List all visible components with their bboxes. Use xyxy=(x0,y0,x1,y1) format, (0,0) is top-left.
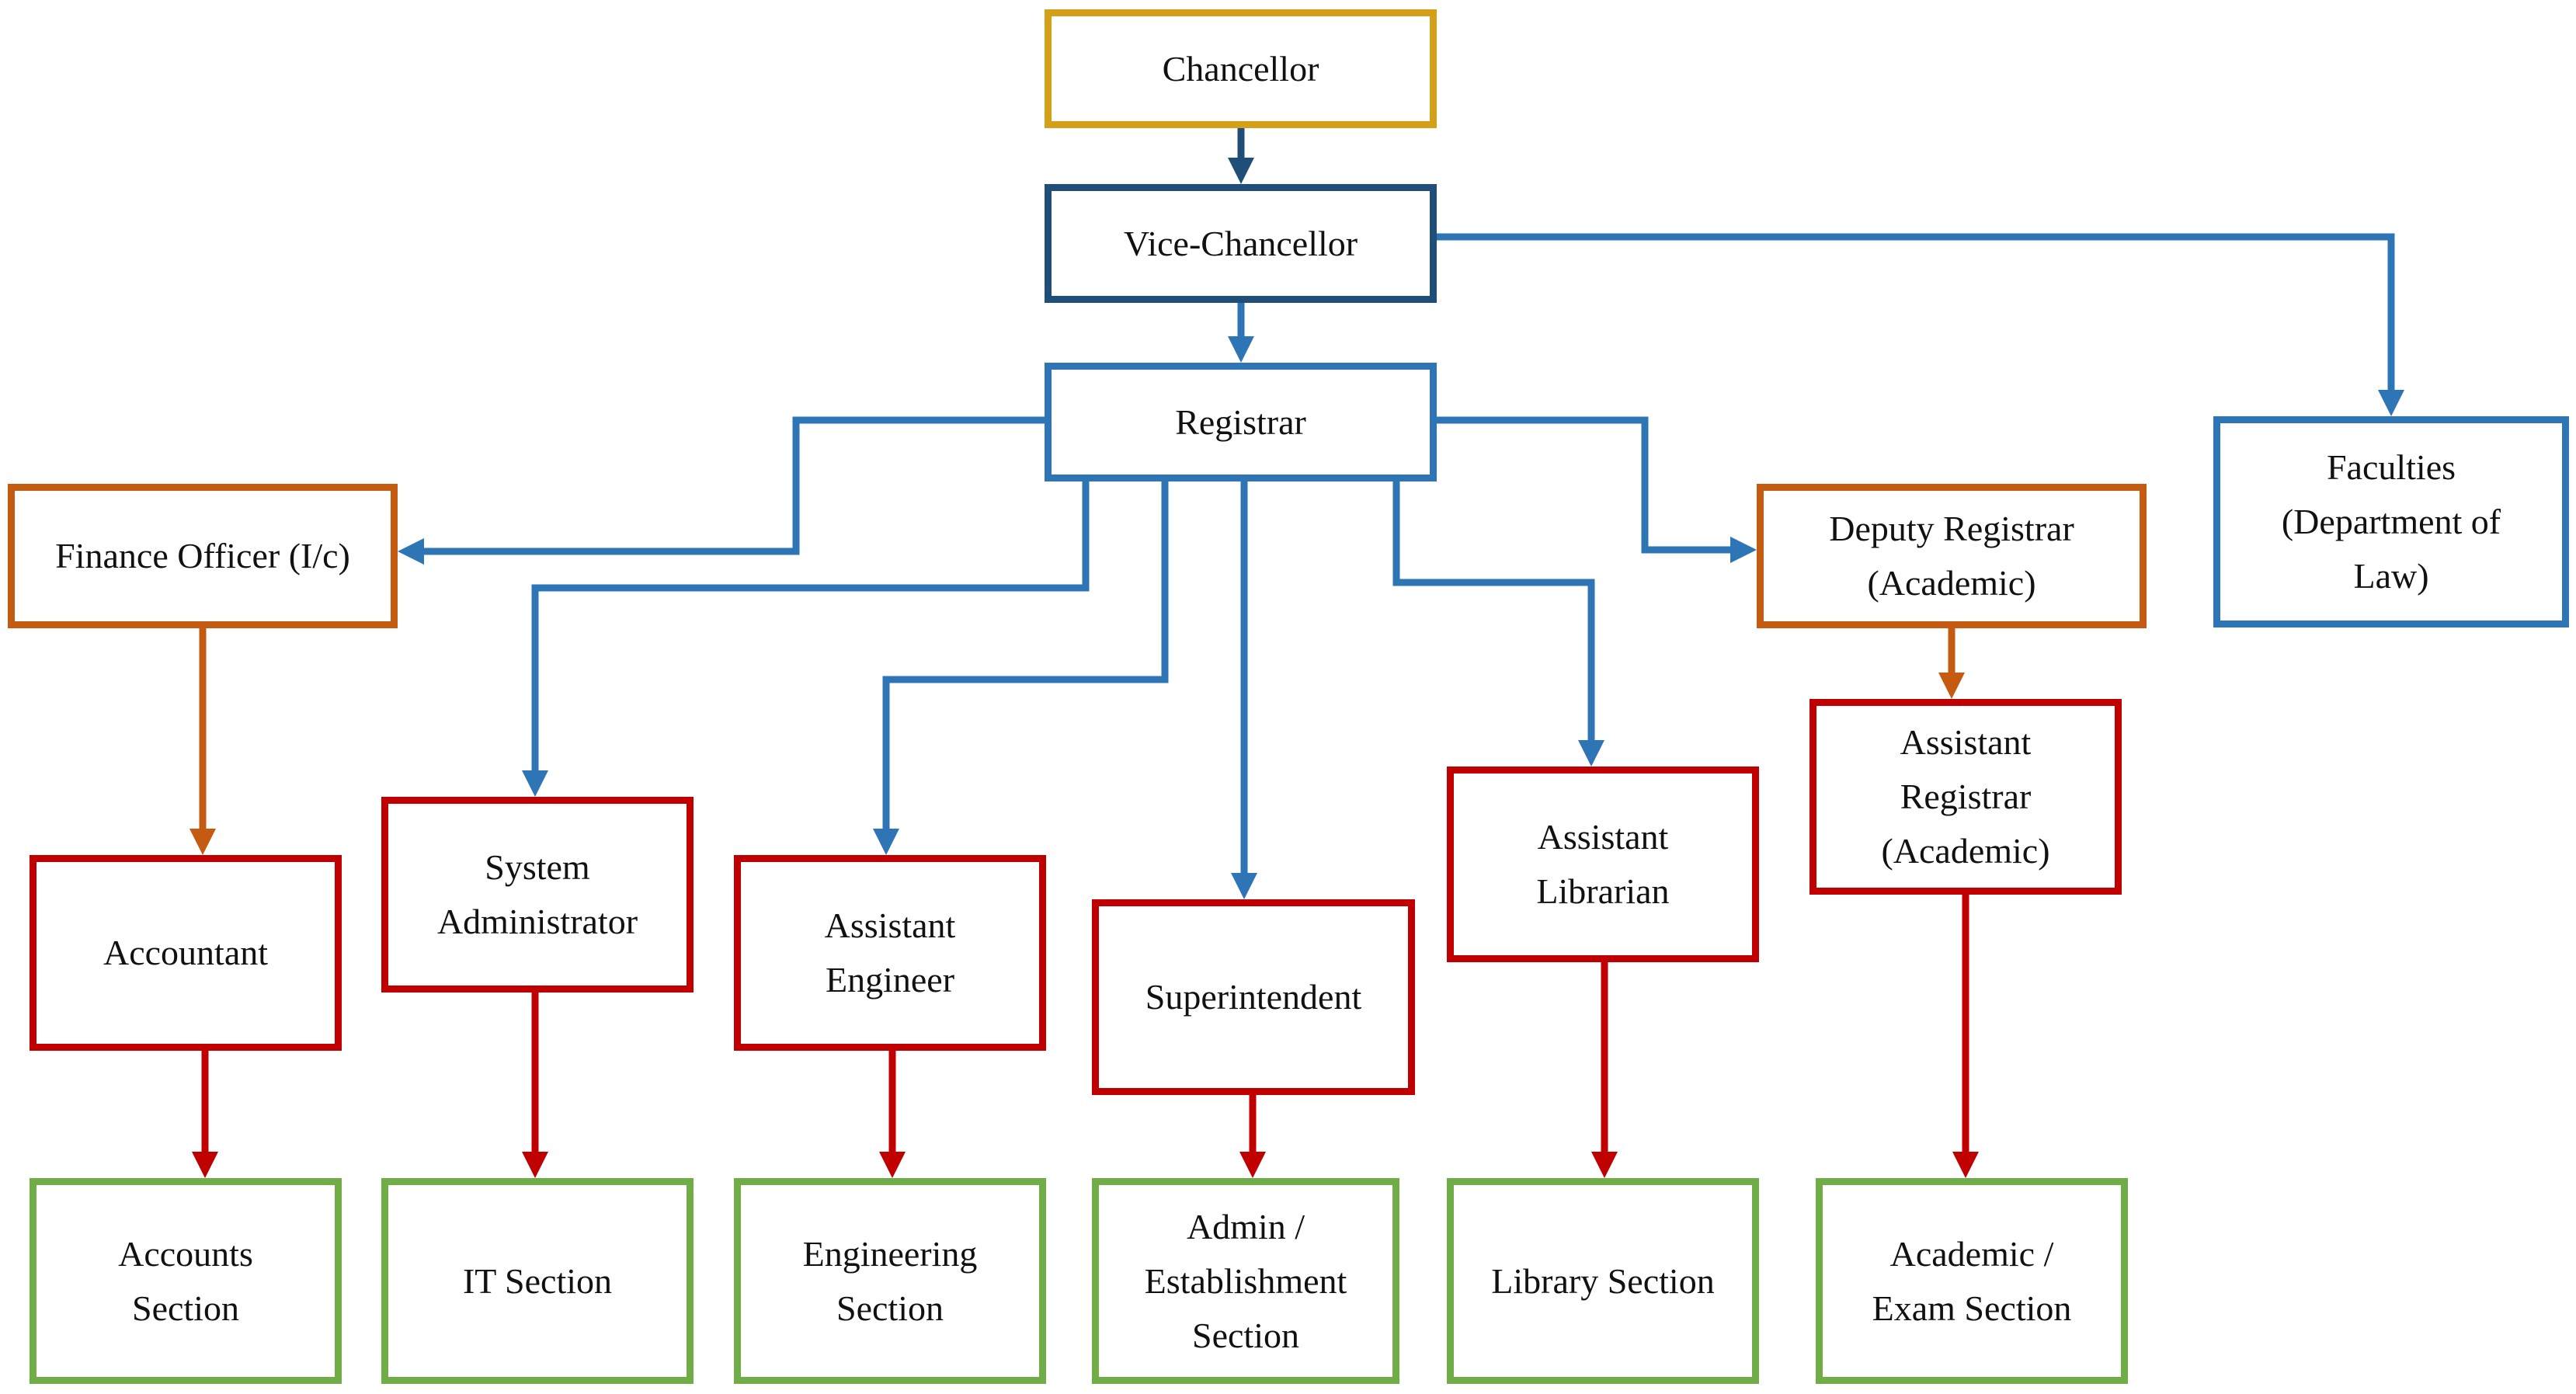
arrow-vice-chancellor-to-faculties-head xyxy=(2378,390,2404,416)
arrow-finance-officer-to-accountant xyxy=(189,628,216,855)
deputy-registrar-label: Deputy Registrar (Academic) xyxy=(1829,509,2074,603)
vice-chancellor-label: Vice-Chancellor xyxy=(1123,223,1358,263)
arrow-registrar-to-assistant-librarian-head xyxy=(1578,740,1604,767)
arrow-chancellor-to-vice-chancellor xyxy=(1228,128,1254,184)
arrow-registrar-to-assistant-engineer-line xyxy=(882,481,1169,832)
it-section-label: IT Section xyxy=(462,1260,613,1301)
arrow-vice-chancellor-to-registrar xyxy=(1228,303,1254,363)
accountant-label: Accountant xyxy=(103,933,269,972)
assistant-engineer-label: Assistant Engineer xyxy=(824,906,956,999)
engineering-section-box: Engineering Section xyxy=(734,1178,1046,1384)
assistant-engineer-box: Assistant Engineer xyxy=(734,855,1046,1051)
arrow-accountant-to-accounts-section-head xyxy=(192,1152,218,1178)
arrow-deputy-registrar-to-assistant-registrar xyxy=(1938,628,1965,699)
accounts-section-label: Accounts Section xyxy=(118,1233,253,1328)
admin-section-label: Admin / Establishment Section xyxy=(1144,1206,1347,1355)
arrow-assistant-librarian-to-library-section-head xyxy=(1591,1152,1618,1178)
superintendent-label: Superintendent xyxy=(1145,977,1362,1017)
system-administrator-label: System Administrator xyxy=(436,847,638,941)
deputy-registrar-box: Deputy Registrar (Academic) xyxy=(1757,484,2147,628)
finance-officer-box: Finance Officer (I/c) xyxy=(8,484,398,628)
it-section-box: IT Section xyxy=(381,1178,694,1384)
assistant-registrar-box: Assistant Registrar (Academic) xyxy=(1809,699,2122,895)
faculties-box: Faculties (Department of Law) xyxy=(2213,416,2569,627)
library-section-box: Library Section xyxy=(1447,1178,1759,1384)
academic-exam-section-box: Academic / Exam Section xyxy=(1816,1178,2128,1384)
academic-exam-section-label: Academic / Exam Section xyxy=(1872,1233,2072,1328)
arrow-registrar-to-assistant-librarian xyxy=(1392,481,1604,767)
arrow-finance-officer-to-accountant-head xyxy=(189,829,216,855)
arrow-registrar-to-deputy-registrar-head xyxy=(1730,537,1757,563)
arrow-vice-chancellor-to-faculties xyxy=(1437,233,2404,416)
arrow-registrar-to-finance-officer xyxy=(398,416,1045,565)
chancellor-box: Chancellor xyxy=(1045,9,1437,128)
arrow-registrar-to-finance-officer-line xyxy=(421,416,1045,555)
registrar-label: Registrar xyxy=(1175,402,1306,442)
arrow-system-administrator-to-it-section-head xyxy=(522,1152,548,1178)
arrow-superintendent-to-admin-section xyxy=(1239,1095,1266,1178)
engineering-section-label: Engineering Section xyxy=(802,1233,978,1328)
arrow-registrar-to-assistant-engineer-head xyxy=(873,829,899,855)
registrar-box: Registrar xyxy=(1045,363,1437,481)
arrow-assistant-librarian-to-library-section xyxy=(1591,962,1618,1178)
arrow-registrar-to-system-administrator-line xyxy=(531,481,1090,773)
arrow-vice-chancellor-to-faculties-line xyxy=(1437,233,2395,393)
arrow-assistant-registrar-to-academic-exam-section-head xyxy=(1952,1152,1979,1178)
arrow-superintendent-to-admin-section-head xyxy=(1239,1152,1266,1178)
arrow-registrar-to-deputy-registrar-line xyxy=(1437,416,1733,554)
assistant-librarian-box: Assistant Librarian xyxy=(1447,767,1759,962)
arrow-registrar-to-deputy-registrar xyxy=(1437,416,1757,563)
arrow-accountant-to-accounts-section xyxy=(192,1051,218,1178)
arrow-registrar-to-system-administrator xyxy=(522,481,1090,797)
arrow-registrar-to-system-administrator-head xyxy=(522,770,548,797)
accounts-section-box: Accounts Section xyxy=(30,1178,342,1384)
superintendent-box: Superintendent xyxy=(1092,899,1415,1095)
arrow-registrar-to-finance-officer-head xyxy=(398,538,424,565)
arrow-chancellor-to-vice-chancellor-head xyxy=(1228,158,1254,184)
arrow-registrar-to-assistant-librarian-line xyxy=(1392,481,1595,743)
library-section-label: Library Section xyxy=(1491,1260,1715,1301)
arrow-deputy-registrar-to-assistant-registrar-head xyxy=(1938,673,1965,699)
finance-officer-label: Finance Officer (I/c) xyxy=(55,536,350,575)
assistant-librarian-label: Assistant Librarian xyxy=(1536,817,1670,911)
chancellor-label: Chancellor xyxy=(1162,48,1319,89)
vice-chancellor-box: Vice-Chancellor xyxy=(1045,184,1437,303)
accountant-box: Accountant xyxy=(30,855,342,1051)
system-administrator-box: System Administrator xyxy=(381,797,694,992)
admin-section-box: Admin / Establishment Section xyxy=(1092,1178,1399,1384)
faculties-label: Faculties (Department of Law) xyxy=(2281,447,2501,596)
arrow-assistant-registrar-to-academic-exam-section xyxy=(1952,895,1979,1178)
arrow-vice-chancellor-to-registrar-head xyxy=(1228,336,1254,363)
arrow-assistant-engineer-to-engineering-section xyxy=(879,1051,906,1178)
arrow-registrar-to-superintendent xyxy=(1231,481,1257,899)
arrow-registrar-to-superintendent-head xyxy=(1231,873,1257,899)
assistant-registrar-label: Assistant Registrar (Academic) xyxy=(1881,722,2050,871)
arrow-system-administrator-to-it-section xyxy=(522,992,548,1178)
arrow-assistant-engineer-to-engineering-section-head xyxy=(879,1152,906,1178)
arrow-registrar-to-assistant-engineer xyxy=(873,481,1169,855)
